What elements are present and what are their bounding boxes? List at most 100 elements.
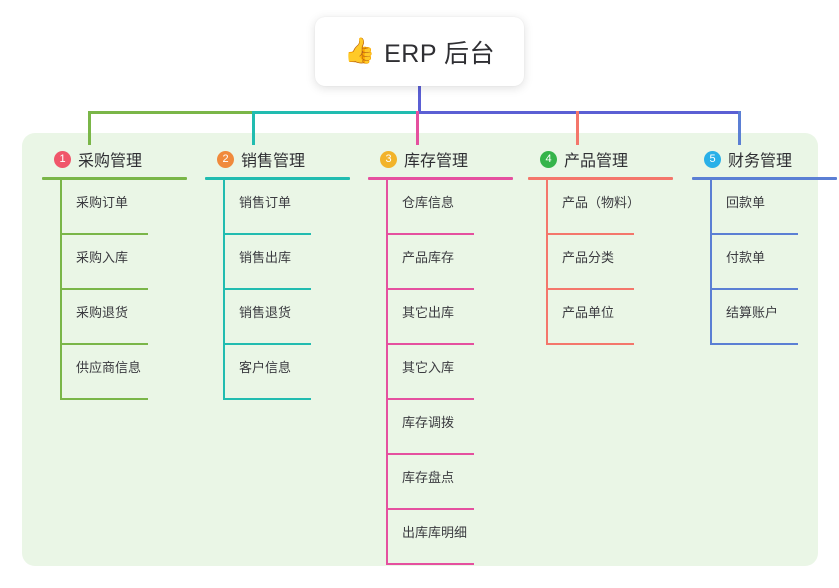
item-label: 产品库存 <box>402 250 455 265</box>
item-underline <box>60 233 148 235</box>
branch-underline <box>528 177 673 180</box>
item-stem-line <box>223 345 225 400</box>
branch-item[interactable]: 回款单 <box>710 180 839 235</box>
item-label: 产品（物料） <box>562 195 641 210</box>
item-label: 库存盘点 <box>402 470 455 485</box>
branch-item[interactable]: 采购入库 <box>60 235 192 290</box>
branch-number-badge: 4 <box>540 150 557 168</box>
item-underline <box>710 288 798 290</box>
item-label: 其它入库 <box>402 360 455 375</box>
branch-item[interactable]: 其它入库 <box>386 345 518 400</box>
item-stem-line <box>386 345 388 400</box>
item-stem-line <box>60 290 62 345</box>
branch-item[interactable]: 采购订单 <box>60 180 192 235</box>
item-underline <box>223 233 311 235</box>
item-label: 采购退货 <box>76 305 129 320</box>
branch-item[interactable]: 产品库存 <box>386 235 518 290</box>
root-title: ERP 后台 <box>384 39 496 68</box>
item-label: 回款单 <box>726 195 766 210</box>
branch-item[interactable]: 销售订单 <box>223 180 355 235</box>
item-stem-line <box>386 180 388 235</box>
branch-number-badge: 5 <box>704 150 721 168</box>
item-stem-line <box>386 510 388 565</box>
branch-header-采购管理[interactable]: 1 采购管理 <box>42 146 192 172</box>
branch-item[interactable]: 客户信息 <box>223 345 355 400</box>
branch-item[interactable]: 产品（物料） <box>546 180 678 235</box>
branch-item[interactable]: 销售退货 <box>223 290 355 345</box>
item-underline <box>710 233 798 235</box>
item-underline <box>710 343 798 345</box>
item-label: 库存调拨 <box>402 415 455 430</box>
bus-segment-1 <box>88 111 254 114</box>
item-underline <box>223 343 311 345</box>
branch-item[interactable]: 库存盘点 <box>386 455 518 510</box>
root-node[interactable]: 👍 ERP 后台 <box>315 17 524 86</box>
branch-underline <box>42 177 187 180</box>
item-label: 销售订单 <box>239 195 292 210</box>
branch-title: 采购管理 <box>78 153 143 170</box>
branch-header-财务管理[interactable]: 5 财务管理 <box>692 146 839 172</box>
branch-item[interactable]: 结算账户 <box>710 290 839 345</box>
branch-item-list: 采购订单采购入库采购退货供应商信息 <box>60 180 192 400</box>
item-underline <box>386 343 474 345</box>
branch-drop-line-5 <box>738 111 741 145</box>
item-stem-line <box>223 180 225 235</box>
branch-underline <box>692 177 837 180</box>
item-label: 付款单 <box>726 250 766 265</box>
item-stem-line <box>386 290 388 345</box>
item-stem-line <box>60 180 62 235</box>
item-label: 销售退货 <box>239 305 292 320</box>
branch-title: 产品管理 <box>564 153 629 170</box>
item-stem-line <box>710 180 712 235</box>
item-label: 供应商信息 <box>76 360 142 375</box>
branch-item[interactable]: 出库库明细 <box>386 510 518 565</box>
branch-item[interactable]: 产品单位 <box>546 290 678 345</box>
item-stem-line <box>710 290 712 345</box>
branch-item-list: 产品（物料） 产品分类产品单位 <box>546 180 678 345</box>
item-label: 销售出库 <box>239 250 292 265</box>
branch-item[interactable]: 产品分类 <box>546 235 678 290</box>
branch-item-list: 仓库信息产品库存其它出库其它入库库存调拨库存盘点出库库明细 <box>386 180 518 565</box>
branch-item[interactable]: 供应商信息 <box>60 345 192 400</box>
item-stem-line <box>710 235 712 290</box>
item-underline <box>386 288 474 290</box>
branch-item-list: 回款单付款单结算账户 <box>710 180 839 345</box>
branches-panel <box>22 133 818 566</box>
branch-column-5: 5 财务管理回款单付款单结算账户 <box>692 146 839 345</box>
item-stem-line <box>546 180 548 235</box>
root-stem-line <box>418 86 421 114</box>
item-stem-line <box>546 290 548 345</box>
item-underline <box>386 508 474 510</box>
branch-underline <box>368 177 513 180</box>
bus-segment-2 <box>254 111 418 114</box>
branch-column-1: 1 采购管理采购订单采购入库采购退货供应商信息 <box>42 146 192 400</box>
branch-item[interactable]: 库存调拨 <box>386 400 518 455</box>
branch-underline <box>205 177 350 180</box>
branch-title: 库存管理 <box>404 153 469 170</box>
item-label: 仓库信息 <box>402 195 455 210</box>
item-underline <box>60 343 148 345</box>
branch-number-badge: 1 <box>54 150 71 168</box>
item-underline <box>223 398 311 400</box>
item-label: 客户信息 <box>239 360 292 375</box>
item-underline <box>386 563 474 565</box>
item-label: 产品分类 <box>562 250 615 265</box>
branch-item[interactable]: 采购退货 <box>60 290 192 345</box>
item-stem-line <box>223 290 225 345</box>
item-underline <box>60 398 148 400</box>
branch-item[interactable]: 付款单 <box>710 235 839 290</box>
branch-title: 财务管理 <box>728 153 793 170</box>
branch-item[interactable]: 销售出库 <box>223 235 355 290</box>
item-stem-line <box>386 455 388 510</box>
branch-item[interactable]: 其它出库 <box>386 290 518 345</box>
branch-header-产品管理[interactable]: 4 产品管理 <box>528 146 678 172</box>
branch-drop-line-2 <box>252 111 255 145</box>
branch-item[interactable]: 仓库信息 <box>386 180 518 235</box>
branch-drop-line-3 <box>416 111 419 145</box>
item-stem-line <box>60 235 62 290</box>
item-underline <box>546 233 634 235</box>
